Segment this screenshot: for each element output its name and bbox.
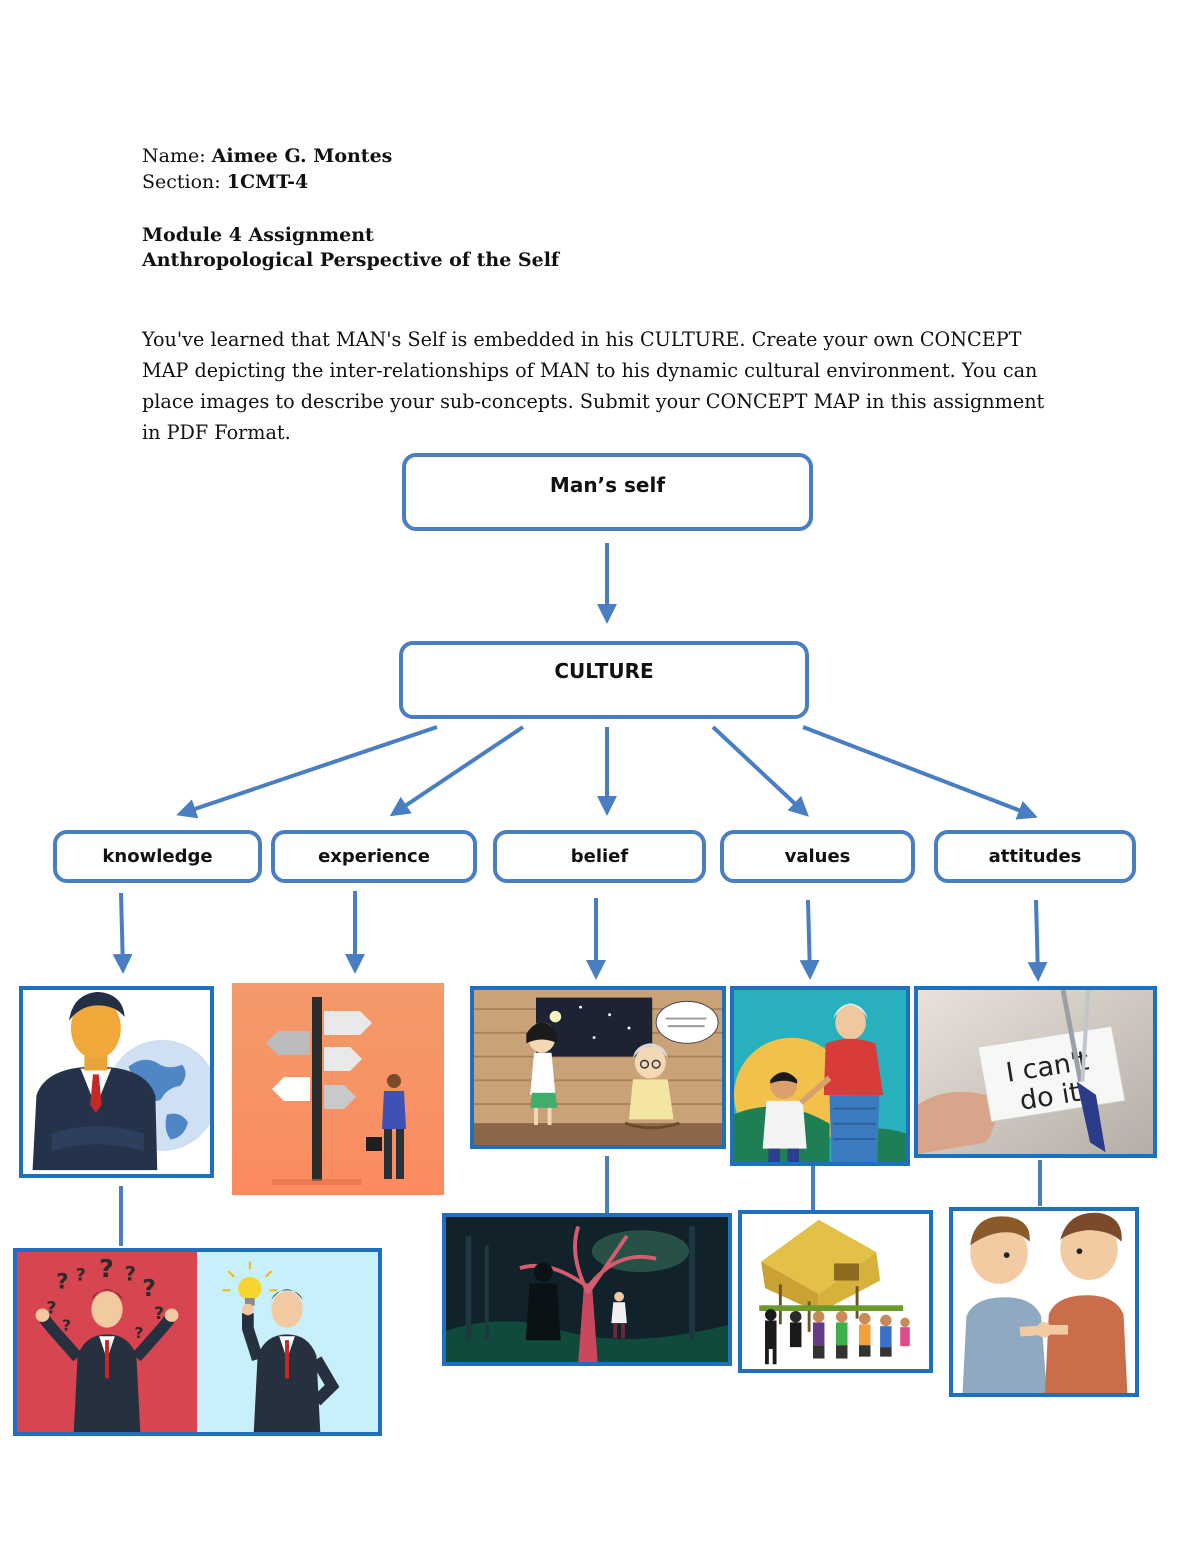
name-label: Name: [142,145,212,167]
knowledge-box: knowledge [53,830,262,883]
attitudes-image-handshake [949,1207,1139,1397]
values-image-bayanihan [738,1210,933,1373]
arrow-culture-to-knowledge [176,725,438,819]
arrow-values-to-image [799,899,820,980]
values-image-mano-po [730,986,910,1166]
culture-label: CULTURE [554,659,654,683]
arrow-culture-to-experience [389,725,525,817]
svg-text:?: ? [62,1317,71,1335]
arrow-culture-to-attitudes [802,725,1038,820]
name-value: Aimee G. Montes [211,145,393,167]
culture-box: CULTURE [399,641,809,719]
boy-figure [762,1072,832,1162]
idea-businessman [242,1289,340,1432]
name-line: Name: Aimee G. Montes [142,143,392,169]
left-person [962,1216,1050,1393]
nipa-hut [761,1219,881,1332]
belief-label: belief [570,846,629,867]
walking-man-figure [611,1291,627,1339]
knowledge-image-confused-vs-idea: ? ? ? ? ? ? ? ? ? [13,1248,382,1436]
experience-image-crossroads-signpost [232,983,444,1195]
values-label: values [784,846,851,867]
section-label: Section: [142,171,227,193]
module-title: Module 4 Assignment [142,224,374,246]
module-subtitle: Anthropological Perspective of the Self [142,249,560,271]
svg-text:?: ? [99,1254,114,1283]
handshake-icon [1036,1322,1052,1338]
values-box: values [720,830,915,883]
carrier-figures [765,1309,910,1365]
lightbulb-icon [222,1261,278,1306]
shadow-figure [525,1262,561,1341]
experience-box: experience [271,830,477,883]
attitudes-image-cant-cut: I can't do it [914,986,1157,1158]
right-person [1041,1212,1128,1393]
svg-text:?: ? [142,1275,156,1302]
speech-bubble [655,1000,719,1044]
confused-businessman [35,1289,179,1432]
section-value: 1CMT-4 [226,171,309,193]
traveler-figure [366,1074,406,1179]
arrow-knowledge-to-image [112,892,133,974]
grandmother-figure [823,1003,884,1162]
svg-text:?: ? [134,1324,143,1342]
knowledge-label: knowledge [102,846,213,867]
belief-image-elder-storytelling [470,986,726,1149]
section-line: Section: 1CMT-4 [142,169,308,195]
attitudes-label: attitudes [988,846,1082,867]
svg-text:?: ? [76,1266,86,1286]
belief-box: belief [493,830,706,883]
arrow-culture-to-values [711,725,809,817]
scissors-icon [1060,990,1106,1153]
knowledge-image-businessman-globe [19,986,214,1178]
svg-text:?: ? [125,1263,136,1286]
instructions-paragraph: You've learned that MAN's Self is embedd… [142,328,1045,444]
arrow-attitudes-to-image [1027,899,1048,982]
belief-image-haunted-tree [442,1213,732,1366]
mans-self-box: Man’s self [402,453,813,531]
elder-woman-figure [624,1043,680,1130]
svg-text:?: ? [154,1304,164,1324]
girl-figure [526,1022,558,1126]
mans-self-label: Man’s self [549,473,666,497]
experience-label: experience [318,846,430,867]
question-marks-left: ? [56,1270,68,1295]
svg-text:?: ? [46,1298,56,1318]
attitudes-box: attitudes [934,830,1136,883]
